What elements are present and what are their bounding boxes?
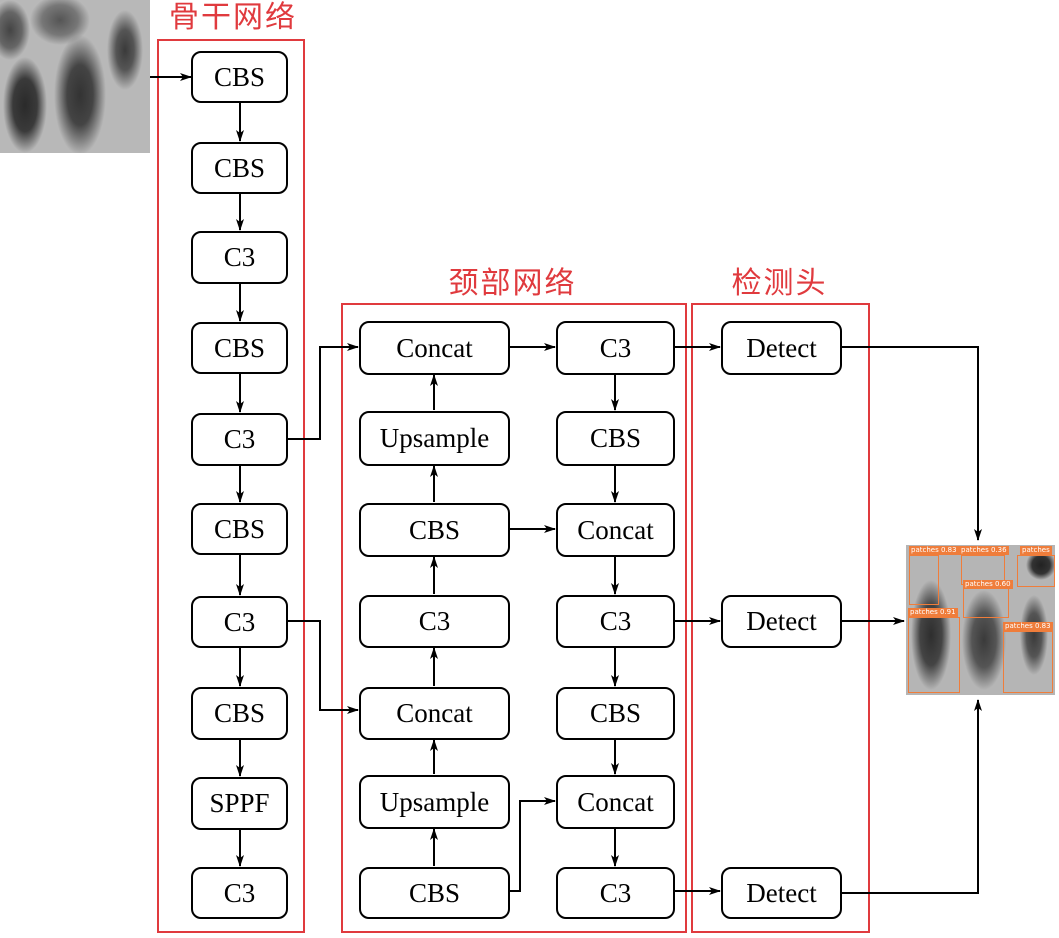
neck-right-block-5: CBS (556, 687, 675, 740)
neck-left-block-7: CBS (359, 867, 510, 919)
neck-right-block-3: Concat (556, 503, 675, 557)
detect-block-1: Detect (721, 321, 842, 375)
neck-frame (341, 303, 687, 933)
detection-label-3: patches 0.60 (963, 580, 1013, 589)
backbone-block-7: C3 (191, 596, 288, 648)
edge-detect-top-output (842, 346, 982, 541)
detect-block-3: Detect (721, 867, 842, 919)
neck-right-block-2: CBS (556, 411, 675, 466)
neck-left-block-5: Concat (359, 687, 510, 740)
detection-box-3 (963, 588, 1009, 618)
edge-cbs-bottom-concat (510, 797, 556, 892)
edge-detect-bottom-output (842, 699, 982, 894)
output-image: patches 0.83 patches 0.36 patches 0.60 p… (906, 545, 1055, 695)
edge-b5-concat-top (288, 343, 359, 440)
detection-label-5: patches 0.83 (1003, 622, 1053, 631)
neck-left-block-2: Upsample (359, 411, 510, 466)
head-title: 检测头 (731, 266, 828, 301)
input-image (0, 0, 150, 153)
head-frame (691, 303, 870, 933)
detection-label-6: patches (1020, 546, 1052, 555)
neck-right-block-7: C3 (556, 867, 675, 919)
neck-left-block-1: Concat (359, 321, 510, 375)
backbone-block-9: SPPF (191, 777, 288, 830)
detection-box-4 (908, 617, 960, 693)
neck-left-block-4: C3 (359, 595, 510, 648)
backbone-title: 骨干网络 (169, 0, 297, 35)
detection-label-4: patches 0.91 (908, 608, 958, 617)
backbone-block-2: CBS (191, 142, 288, 194)
backbone-block-10: C3 (191, 867, 288, 919)
backbone-frame (157, 39, 305, 933)
backbone-block-4: CBS (191, 322, 288, 374)
neck-right-block-6: Concat (556, 775, 675, 829)
detection-box-5 (1003, 631, 1053, 693)
neck-left-block-6: Upsample (359, 775, 510, 829)
backbone-block-6: CBS (191, 503, 288, 555)
detection-label-1: patches 0.83 (909, 546, 959, 555)
detection-box-6 (1017, 555, 1055, 587)
backbone-block-8: CBS (191, 687, 288, 740)
neck-title: 颈部网络 (448, 266, 577, 301)
detection-box-1 (909, 555, 939, 605)
neck-right-block-4: C3 (556, 595, 675, 648)
backbone-block-3: C3 (191, 231, 288, 284)
neck-left-block-3: CBS (359, 503, 510, 557)
backbone-block-5: C3 (191, 413, 288, 466)
detect-block-2: Detect (721, 595, 842, 648)
backbone-block-1: CBS (191, 51, 288, 103)
edge-b7-concat-mid (288, 620, 359, 714)
neck-right-block-1: C3 (556, 321, 675, 375)
detection-label-2: patches 0.36 (959, 546, 1009, 555)
